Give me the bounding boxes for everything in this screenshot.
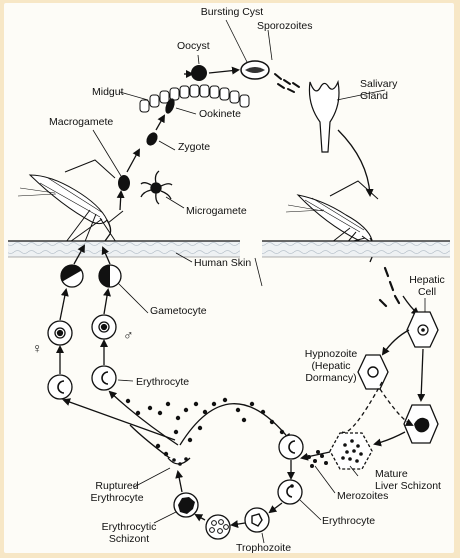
sporozoites-dashes [275,74,299,92]
trophozoite-cell [245,508,269,532]
label-midgut: Midgut [92,86,124,98]
zygote-cell [144,130,160,147]
label-mature-liver-schizont: Mature Liver Schizont [375,468,441,492]
merozoite-dots [126,398,284,456]
label-salivary-gland: Salivary Gland [360,78,397,102]
human-skin-band [8,241,450,257]
gametocytes [57,261,121,287]
sporozoites-in-blood [380,268,399,306]
label-sporozoites: Sporozoites [257,20,312,32]
label-macrogamete: Macrogamete [49,116,113,128]
label-oocyst: Oocyst [177,40,210,52]
erythrocytic-arrows [178,460,291,525]
ruptured-erythrocyte [168,457,190,466]
label-merozoites: Merozoites [337,490,388,502]
label-bursting-cyst: Bursting Cyst [188,6,276,18]
label-female-symbol: ♀ [32,341,43,355]
label-erythrocytic-schizont: Erythrocytic Schizont [96,521,162,545]
label-male-symbol: ♂ [123,328,134,342]
segmenting-schizont [206,515,230,539]
label-gametocyte: Gametocyte [150,305,207,317]
immature-gametocytes [48,315,116,345]
label-ruptured-erythrocyte: Ruptured Erythrocyte [84,480,150,504]
ring-stage-cell [278,480,302,504]
left-erythrocytes [48,366,116,399]
mature-liver-schizont [330,433,372,469]
label-hypnozoite: Hypnozoite (Hepatic Dormancy) [296,348,366,384]
mosquito-left [18,160,123,250]
label-microgamete: Microgamete [186,205,247,217]
label-ookinete: Ookinete [199,108,241,120]
oocyst-cell [191,65,207,81]
hepatic-cell [407,312,438,347]
macrogamete-cell [118,175,130,191]
label-zygote: Zygote [178,141,210,153]
label-trophozoite: Trophozoite [236,542,291,554]
microgamete-cell [141,171,172,204]
label-hepatic-cell: Hepatic Cell [408,274,446,298]
right-erythrocyte [279,435,303,459]
label-human-skin: Human Skin [194,257,251,269]
label-erythrocyte-right: Erythrocyte [322,515,375,527]
salivary-gland [309,82,339,152]
erythrocytic-schizont [174,493,198,517]
label-erythrocyte-left: Erythrocyte [136,376,189,388]
